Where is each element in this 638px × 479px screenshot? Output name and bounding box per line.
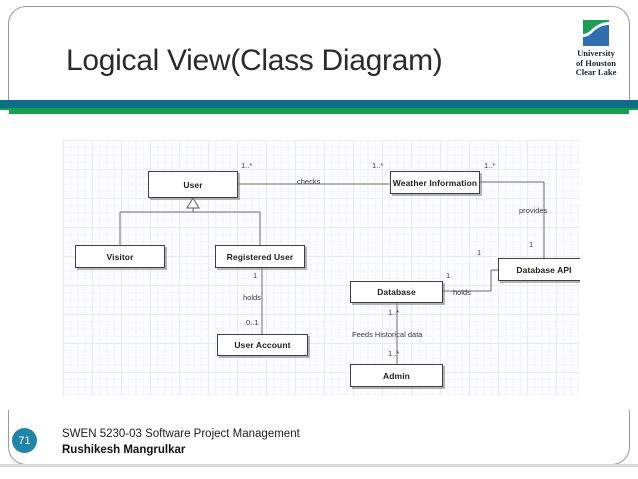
- slide-header: Logical View(Class Diagram) University o…: [0, 0, 638, 100]
- diagram-label-mult-weather-right: 1..*: [484, 161, 496, 170]
- header-rule-teal: [0, 100, 638, 108]
- logo-line-3: Clear Lake: [575, 67, 617, 77]
- diagram-label-mult-database-right: 1: [446, 271, 451, 280]
- footer-course-label: SWEN 5230-03 Software Project Management: [62, 428, 300, 440]
- diagram-label-label-holds-db: holds: [453, 288, 471, 297]
- diagram-label-mult-weather-left: 1..*: [372, 161, 384, 170]
- generalization-arrowhead-icon: [186, 197, 200, 209]
- diagram-label-label-holds-user: holds: [243, 293, 261, 302]
- uml-class-registered[interactable]: Registered User: [215, 245, 305, 268]
- diagram-label-label-feeds: Feeds Historical data: [352, 330, 423, 339]
- university-logo: University of Houston Clear Lake: [568, 20, 624, 78]
- logo-line-1: University: [577, 48, 615, 58]
- diagram-label-label-checks: checks: [297, 177, 321, 186]
- frame-mask-right: [629, 110, 638, 410]
- slide-number-badge: 71: [12, 428, 37, 453]
- diagram-label-mult-user-right: 1..*: [241, 161, 253, 170]
- uhcl-wave-mark-icon: [583, 20, 609, 46]
- uml-class-visitor[interactable]: Visitor: [75, 245, 165, 268]
- diagram-label-mult-admin-top: 1..*: [388, 349, 400, 358]
- page-title: Logical View(Class Diagram): [66, 44, 443, 77]
- logo-line-2: of Houston: [576, 57, 616, 68]
- diagram-label-mult-account-top: 0..1: [246, 318, 259, 327]
- frame-mask-left: [0, 110, 9, 410]
- uml-class-useraccount[interactable]: User Account: [217, 334, 308, 356]
- relationship-connectors: [119, 181, 545, 364]
- diagram-label-mult-registered-bot: 1: [253, 271, 258, 280]
- header-rule-green: [0, 108, 638, 114]
- footer-rule: [0, 464, 638, 467]
- slide-footer: 71 SWEN 5230-03 Software Project Managem…: [0, 424, 638, 470]
- diagram-label-mult-dbapi-left: 1: [477, 248, 482, 257]
- uml-class-database[interactable]: Database: [350, 281, 443, 303]
- logo-text-block: University of Houston Clear Lake: [568, 48, 624, 78]
- uml-class-admin[interactable]: Admin: [350, 364, 443, 387]
- uml-class-databaseapi[interactable]: Database API: [498, 258, 580, 281]
- uml-class-user[interactable]: User: [148, 171, 238, 198]
- diagram-label-mult-database-bottom: 1..*: [388, 308, 400, 317]
- uml-class-weather[interactable]: Weather Information: [390, 171, 480, 194]
- footer-author-label: Rushikesh Mangrulkar: [62, 444, 186, 456]
- diagram-label-mult-dbapi-top: 1: [529, 240, 534, 249]
- diagram-label-label-provides: provides: [519, 206, 548, 215]
